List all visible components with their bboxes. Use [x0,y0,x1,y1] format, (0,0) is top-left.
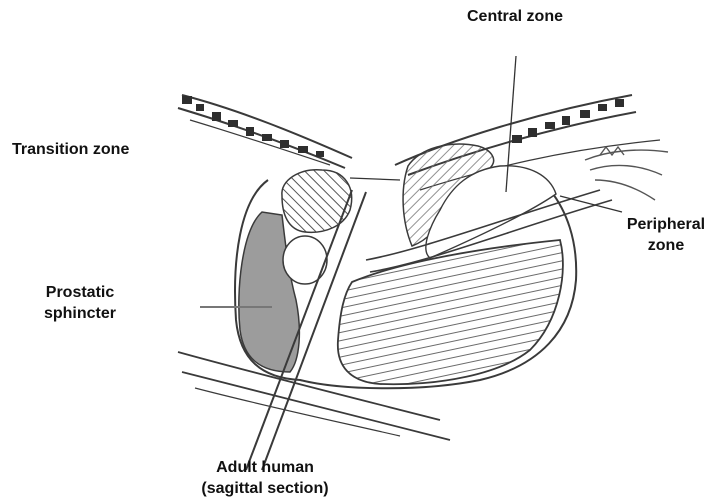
diagram-caption: Adult human (sagittal section) [175,457,355,499]
diagram-caption-line2: (sagittal section) [175,478,355,499]
bladder-wall-left-texture [182,96,324,157]
urethral-lumen [283,236,327,284]
diagram-caption-line1: Adult human [175,457,355,478]
peripheral-zone-label-line2: zone [614,235,718,256]
prostatic-sphincter-label-line2: sphincter [20,303,140,324]
transition-zone-label: Transition zone [12,139,129,160]
peripheral-zone-label-line1: Peripheral [614,214,718,235]
seminal-vesicle-sketch [585,147,668,200]
central-zone-label: Central zone [440,6,590,27]
bladder-wall-right-texture [512,99,624,143]
peripheral-zone-label: Peripheral zone [614,214,718,256]
transition-zone-leader [350,178,400,180]
prostatic-sphincter-label-line1: Prostatic [20,282,140,303]
transition-zone-shape [282,170,352,233]
prostatic-sphincter-label: Prostatic sphincter [20,282,140,324]
peripheral-zone-leader [560,196,622,212]
peripheral-zone-shape [338,240,563,384]
prostatic-sphincter-shape [239,212,300,372]
bladder-wall-left [178,95,352,168]
